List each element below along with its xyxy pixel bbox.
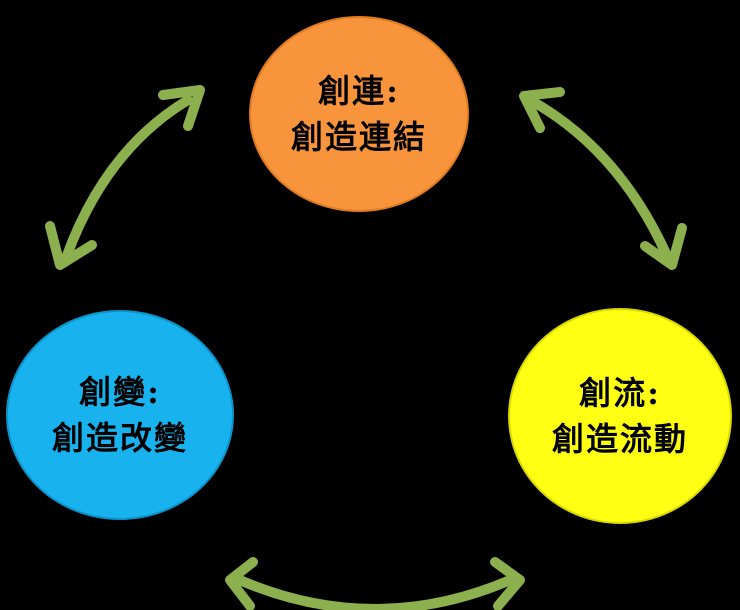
node-flow: 創流: 創造流動	[508, 308, 732, 524]
arrow-top-right	[519, 87, 687, 270]
node-connect: 創連: 創造連結	[249, 16, 469, 212]
node-flow-title: 創流:	[579, 374, 661, 412]
arrow-top-left	[45, 85, 205, 270]
node-connect-subtitle: 創造連結	[290, 118, 427, 156]
node-change: 創變: 創造改變	[6, 310, 234, 520]
node-change-title: 創變:	[79, 373, 161, 411]
node-connect-title: 創連:	[318, 72, 400, 110]
node-flow-subtitle: 創造流動	[551, 420, 688, 458]
arrow-bottom	[225, 557, 525, 610]
node-change-subtitle: 創造改變	[51, 419, 188, 457]
